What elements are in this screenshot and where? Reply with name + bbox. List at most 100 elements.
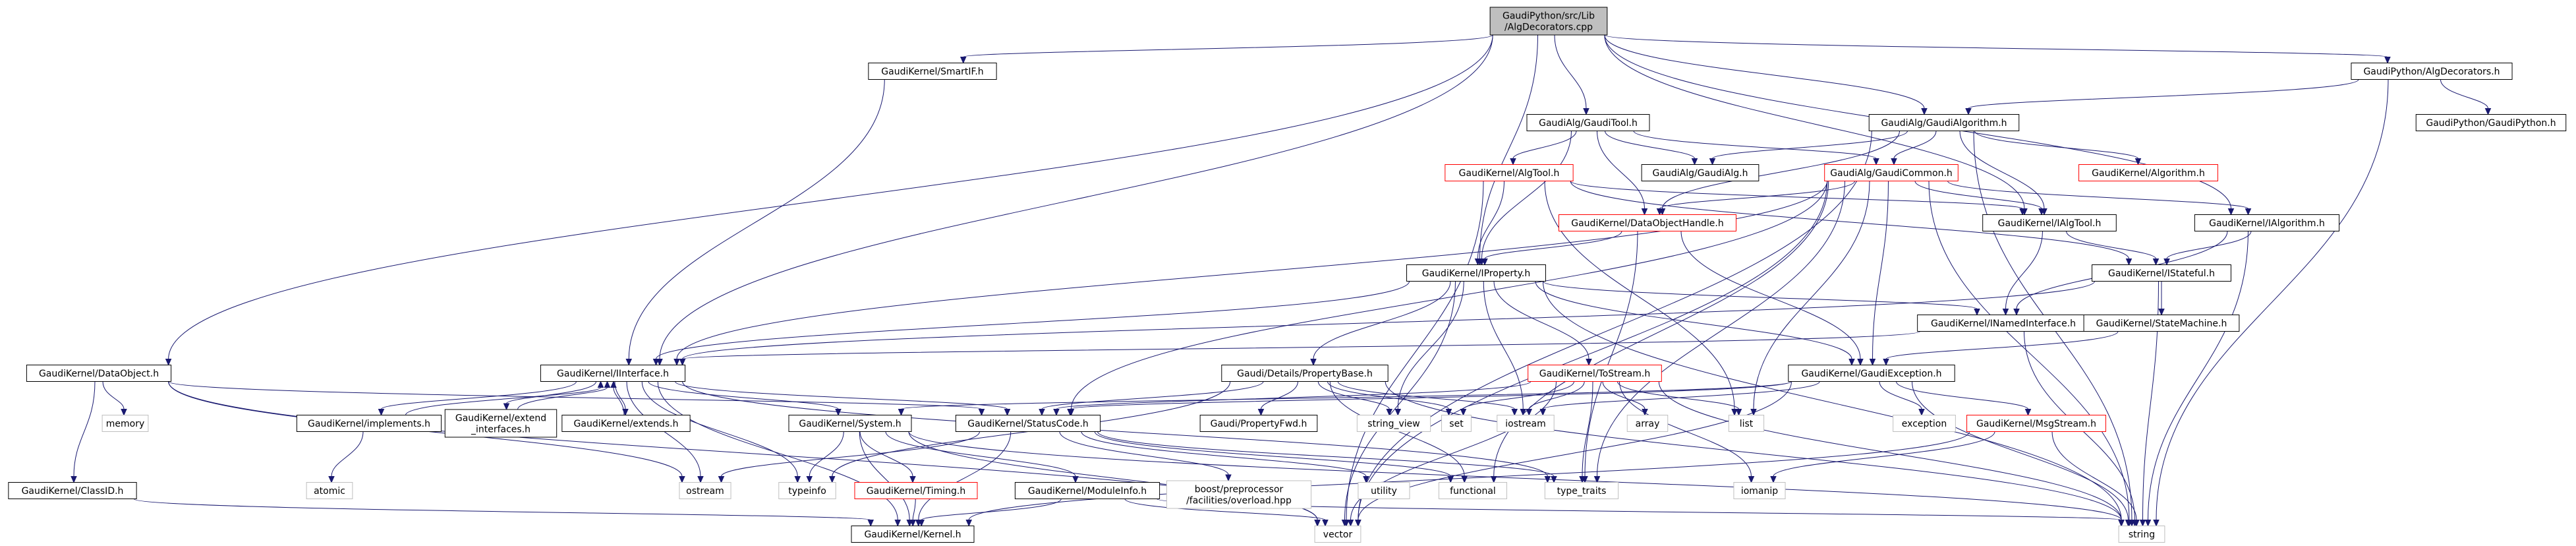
- node-iproperty[interactable]: GaudiKernel/IProperty.h: [1406, 264, 1546, 282]
- arrowhead-implements-to-iinterface: [597, 380, 604, 388]
- node-kalgorithm[interactable]: GaudiKernel/Algorithm.h: [2078, 164, 2218, 181]
- node-gaudialgorithm[interactable]: GaudiAlg/GaudiAlgorithm.h: [1868, 114, 2020, 131]
- edge-propertybase-to-statuscode: [1041, 381, 1264, 410]
- node-label-exception: exception: [1902, 419, 1947, 429]
- node-box-extendinterfaces: [444, 409, 558, 438]
- node-box-array: [1626, 415, 1669, 432]
- edge-msgstream-to-kernel: [968, 431, 1970, 520]
- node-box-iproperty: [1406, 264, 1546, 282]
- node-gaudialg[interactable]: GaudiAlg/GaudiAlg.h: [1641, 164, 1760, 181]
- edge-statemachine-to-gaudiexception: [1885, 331, 2119, 359]
- edge-statuscode-to-type_traits: [1097, 431, 1555, 477]
- node-algtool[interactable]: GaudiKernel/AlgTool.h: [1445, 164, 1574, 181]
- edge-gpad-to-string: [2156, 79, 2389, 520]
- node-system[interactable]: GaudiKernel/System.h: [788, 415, 912, 432]
- edge-iproperty-to-iinterface: [656, 281, 1410, 359]
- node-istateful[interactable]: GaudiKernel/IStateful.h: [2092, 264, 2231, 282]
- arrowhead-root-to-dataobject: [165, 359, 172, 366]
- arrowhead-propertybase-to-functional: [1461, 476, 1468, 483]
- node-ialgtool[interactable]: GaudiKernel/IAlgTool.h: [1982, 214, 2117, 231]
- node-box-gaudialg: [1641, 164, 1760, 181]
- node-gaudicommon[interactable]: GaudiAlg/GaudiCommon.h: [1824, 164, 1959, 181]
- node-msgstream[interactable]: GaudiKernel/MsgStream.h: [1966, 415, 2106, 432]
- arrowhead-root-to-smartif: [959, 57, 967, 64]
- edge-dataobjecthandle-to-iproperty: [1484, 231, 1622, 259]
- edge-statuscode-to-overload: [1059, 431, 1229, 475]
- edge-system-to-moduleinfo: [885, 431, 1076, 477]
- arrowhead-gaudicommon-to-type_traits: [1593, 476, 1601, 483]
- edge-gaudicommon-to-ialgtool: [1914, 181, 2042, 209]
- node-label-set: set: [1449, 419, 1464, 429]
- node-label-root: GaudiPython/src/Lib: [1503, 11, 1595, 22]
- edge-system-to-string: [908, 431, 2122, 520]
- arrowhead-tostream-to-list: [1735, 409, 1742, 416]
- node-propertyfwd[interactable]: Gaudi/PropertyFwd.h: [1199, 415, 1318, 432]
- edge-gaudicommon-to-gaudiexception: [1872, 181, 1889, 359]
- node-smartif[interactable]: GaudiKernel/SmartIF.h: [868, 63, 997, 80]
- edge-implements-to-atomic: [331, 431, 364, 477]
- node-box-statuscode: [955, 415, 1101, 432]
- arrowhead-statuscode-to-utility: [1363, 476, 1369, 483]
- node-gauditool[interactable]: GaudiAlg/GaudiTool.h: [1526, 114, 1650, 131]
- node-classid[interactable]: GaudiKernel/ClassID.h: [8, 482, 137, 499]
- edge-gaudiexception-to-statuscode: [1070, 381, 1792, 410]
- node-implements[interactable]: GaudiKernel/implements.h: [296, 415, 442, 432]
- node-iostream: iostream: [1497, 415, 1555, 432]
- node-label-array: array: [1636, 419, 1660, 429]
- node-label-gaudicommon: GaudiAlg/GaudiCommon.h: [1830, 168, 1953, 179]
- arrowhead-dataobject-to-classid: [71, 476, 77, 483]
- node-gaudiexception[interactable]: GaudiKernel/GaudiException.h: [1788, 365, 1955, 382]
- node-extends[interactable]: GaudiKernel/extends.h: [561, 415, 691, 432]
- arrowhead-iproperty-to-iinterface: [652, 359, 660, 366]
- edge-gauditool-to-algtool: [1512, 131, 1577, 159]
- arrowhead-iinterface-to-ostream: [697, 476, 704, 483]
- node-moduleinfo[interactable]: GaudiKernel/ModuleInfo.h: [1014, 482, 1160, 499]
- node-iinterface[interactable]: GaudiKernel/IInterface.h: [540, 365, 686, 382]
- node-dataobjecthandle[interactable]: GaudiKernel/DataObjectHandle.h: [1559, 214, 1736, 231]
- edge-gaudicommon-to-ialgorithm: [1947, 181, 2248, 209]
- edge-gaudicommon-to-type_traits: [1597, 181, 1845, 477]
- arrowhead-gauditool-to-gaudicommon: [1873, 158, 1879, 166]
- node-extendinterfaces[interactable]: GaudiKernel/extend_interfaces.h: [444, 409, 558, 438]
- node-ialgorithm[interactable]: GaudiKernel/IAlgorithm.h: [2194, 214, 2340, 231]
- node-gpad[interactable]: GaudiPython/AlgDecorators.h: [2351, 63, 2513, 80]
- node-label-classid: GaudiKernel/ClassID.h: [22, 486, 124, 497]
- node-label-extends: GaudiKernel/extends.h: [574, 419, 679, 429]
- node-root[interactable]: GaudiPython/src/Lib/AlgDecorators.cpp: [1489, 7, 1608, 36]
- arrowhead-gaudialgorithm-to-kalgorithm: [2134, 158, 2142, 166]
- arrowhead-iproperty-to-propertybase: [1310, 359, 1317, 366]
- edge-gauditool-to-iproperty: [1481, 131, 1572, 259]
- node-box-kernel: [851, 526, 975, 543]
- node-tostream[interactable]: GaudiKernel/ToStream.h: [1528, 365, 1662, 382]
- node-statemachine[interactable]: GaudiKernel/StateMachine.h: [2083, 315, 2240, 332]
- node-box-exception: [1893, 415, 1956, 432]
- arrowhead-root-to-gauditool: [1583, 108, 1589, 115]
- edge-root-to-dataobject: [168, 34, 1493, 359]
- arrowhead-gaudicommon-to-ialgorithm: [2245, 208, 2252, 216]
- edge-iproperty-to-vector: [1344, 281, 1456, 520]
- node-dataobject[interactable]: GaudiKernel/DataObject.h: [26, 365, 172, 382]
- node-label-vector: vector: [1323, 530, 1353, 540]
- node-box-propertybase: [1221, 365, 1388, 382]
- node-timing[interactable]: GaudiKernel/Timing.h: [854, 482, 978, 499]
- node-propertybase[interactable]: Gaudi/Details/PropertyBase.h: [1221, 365, 1388, 382]
- arrowhead-moduleinfo-to-vector: [1322, 520, 1329, 527]
- node-string: string: [2118, 526, 2165, 543]
- node-label-system: GaudiKernel/System.h: [799, 419, 901, 429]
- node-statuscode[interactable]: GaudiKernel/StatusCode.h: [955, 415, 1101, 432]
- edge-iproperty-to-iostream: [1483, 281, 1524, 410]
- node-gpgp[interactable]: GaudiPython/GaudiPython.h: [2415, 114, 2567, 131]
- arrowhead-timing-to-kernel: [909, 520, 917, 527]
- node-kernel[interactable]: GaudiKernel/Kernel.h: [851, 526, 975, 543]
- node-box-gaudialgorithm: [1868, 114, 2020, 131]
- arrowhead-iinterface-to-implements: [378, 409, 385, 416]
- arrowhead-gaudiexception-to-msgstream: [2024, 409, 2032, 416]
- arrowhead-root-to-ialgorithm: [2227, 208, 2235, 216]
- edge-algtool-to-list: [1544, 181, 1735, 410]
- node-box-dataobject: [26, 365, 172, 382]
- node-label-statemachine: GaudiKernel/StateMachine.h: [2096, 318, 2227, 329]
- node-box-gauditool: [1526, 114, 1650, 131]
- node-box-gpgp: [2415, 114, 2567, 131]
- node-inamedinterface[interactable]: GaudiKernel/INamedInterface.h: [1917, 315, 2090, 332]
- arrowhead-propertybase-to-propertyfwd: [1257, 409, 1265, 416]
